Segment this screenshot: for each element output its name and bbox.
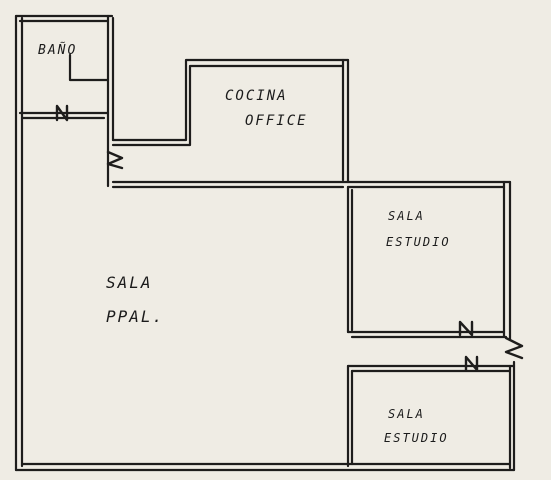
bano-door-symbol [55,104,69,122]
estudio-1-label-line2: ESTUDIO [386,235,451,249]
connector-symbol [504,336,524,360]
estudio-1-door-symbol [458,320,474,337]
cocina-walls [111,58,512,189]
bano-walls [18,14,115,188]
outer-walls [14,14,516,472]
estudio-2-label-line2: ESTUDIO [384,431,449,445]
estudio-1-label-line1: SALA [388,209,425,223]
estudio-2-door-symbol [464,355,479,372]
sala-ppal-label-line2: PPAL. [106,307,164,326]
cocina-label-line2: OFFICE [245,113,308,129]
estudio-1-walls [346,180,512,342]
estudio-2-walls [346,360,516,472]
sala-ppal-label-line1: SALA [106,273,153,292]
bano-label: BAÑO [38,42,77,58]
cocina-door-symbol [106,150,124,170]
cocina-label-line1: COCINA [225,88,288,104]
estudio-2-label-line1: SALA [388,407,425,421]
